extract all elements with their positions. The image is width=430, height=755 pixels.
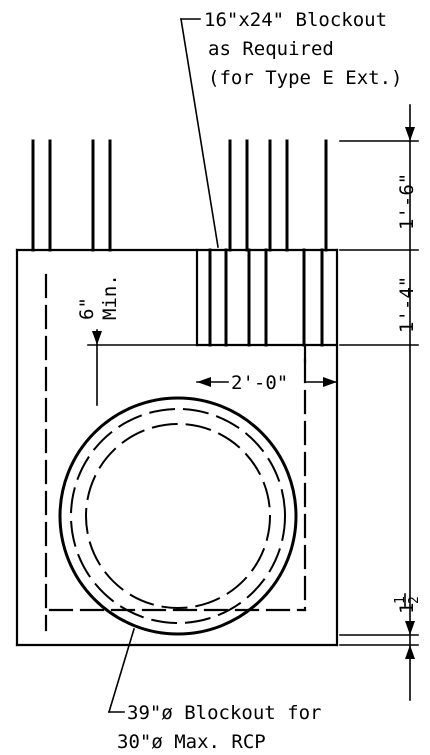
dimension-min-depth: 6" — [76, 297, 98, 320]
blockout-callout-line3: (for Type E Ext.) — [208, 67, 402, 89]
wall-lines — [31, 139, 328, 252]
dimension-bottom-numerator: 1 — [393, 596, 408, 604]
blockout-rectangle — [195, 248, 339, 347]
dimension-width: 2'-0" — [231, 372, 288, 394]
blockout-callout-leader — [180, 18, 219, 248]
rcp-callout-leader — [108, 628, 135, 713]
blockout-callout-line2: as Required — [208, 38, 334, 60]
dimension-bottom-whole: 1 — [396, 603, 418, 614]
dimension-min-label: Min. — [99, 274, 121, 320]
pipe-blockout-circles — [58, 396, 298, 636]
rcp-callout-line2: 30"ø Max. RCP — [117, 731, 266, 753]
right-dimension-lines — [339, 104, 419, 701]
min-depth-dimension — [87, 329, 198, 406]
dimension-bottom-denominator: 2 — [407, 596, 422, 604]
dimension-middle-right: 1'-4" — [396, 276, 418, 333]
blockout-callout-line1: 16"x24" Blockout — [204, 9, 387, 31]
width-dimension — [196, 377, 338, 387]
rcp-callout-line1: 39"ø Blockout for — [127, 702, 321, 724]
dimension-top-right: 1'-6" — [396, 173, 418, 230]
structure-outline — [15, 248, 339, 647]
hidden-lines — [44, 273, 307, 632]
dimension-bottom-right: 1 1 2 — [393, 593, 422, 614]
